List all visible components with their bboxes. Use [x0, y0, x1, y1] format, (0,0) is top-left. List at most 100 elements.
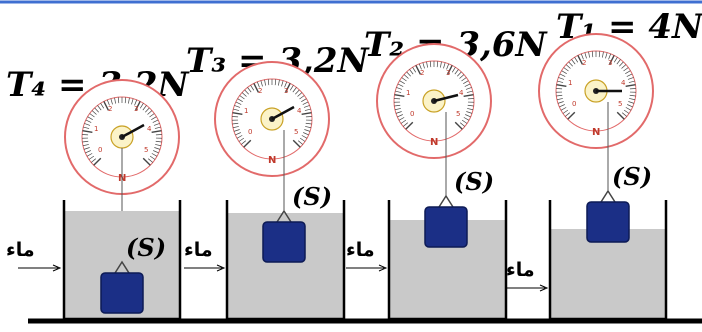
- dial-tick: [621, 112, 628, 117]
- dial-tick: [292, 87, 297, 93]
- dial-tick: [284, 83, 291, 93]
- setup-1: T₁ = 4N 0 1 2 3 4 5 N (S) ماء: [506, 7, 702, 321]
- dial-tick: [398, 117, 405, 121]
- dial-tick: [440, 61, 442, 68]
- dial-tick: [131, 98, 134, 105]
- dial-tick: [85, 119, 92, 123]
- dial-tick: [155, 140, 162, 143]
- dial-ticks: [394, 61, 474, 130]
- dial-tick: [110, 98, 113, 105]
- dial-tick: [289, 85, 294, 91]
- dial-tick: [461, 77, 467, 82]
- dial-tick: [83, 126, 90, 129]
- dial-tick: [396, 87, 403, 90]
- dial-tick: [418, 63, 422, 70]
- dial-tick: [562, 109, 569, 114]
- water-label: ماء: [506, 259, 535, 281]
- dial-tick: [616, 59, 621, 65]
- dial-num-4: 4: [459, 89, 464, 97]
- dial-tick: [563, 67, 569, 72]
- dial-tick: [412, 67, 417, 73]
- dial-tick: [426, 61, 428, 68]
- dial-tick: [625, 70, 631, 74]
- dial-num-5: 5: [294, 128, 298, 136]
- dial-tick: [84, 123, 91, 126]
- dial-tick: [422, 62, 425, 69]
- dial-tick: [239, 95, 245, 100]
- water-arrow-head: [539, 284, 549, 292]
- dial-tick: [232, 122, 239, 125]
- solid-label: (S): [612, 162, 652, 191]
- beaker: [548, 200, 668, 321]
- dial-tick: [100, 103, 105, 109]
- dial-num-2: 2: [108, 105, 112, 113]
- beaker: [225, 200, 346, 321]
- dial-tick: [602, 51, 604, 58]
- dial-tick: [565, 64, 571, 69]
- dial-tick: [464, 83, 471, 87]
- dial-tick: [394, 94, 405, 97]
- dial-tick: [274, 79, 277, 86]
- dial-tick: [240, 140, 247, 145]
- dial-tick: [297, 140, 304, 145]
- dial-tick: [241, 92, 247, 97]
- solid-s: [424, 206, 468, 248]
- dial-tick: [302, 101, 309, 105]
- dial-num-1: 1: [244, 107, 248, 115]
- dial-tick: [459, 74, 465, 79]
- setup-2: T₂ = 3,6N 0 1 2 3 4 5 N (S) ماء: [346, 25, 549, 321]
- water-label: ماء: [346, 239, 375, 261]
- dial-tick: [232, 126, 239, 129]
- dial-num-1: 1: [568, 79, 572, 87]
- dial-tick: [235, 132, 241, 136]
- dial-tick: [82, 140, 89, 143]
- dial-tick: [244, 89, 249, 95]
- dial-tick: [623, 67, 629, 72]
- dial-tick: [264, 79, 266, 86]
- dial-tick: [91, 110, 97, 115]
- dial-tick: [134, 101, 141, 111]
- dial-tick: [465, 87, 472, 90]
- dial-tick: [236, 135, 243, 139]
- dial-tick: [253, 83, 260, 93]
- dial-tick: [446, 63, 450, 70]
- dial-tick: [299, 137, 306, 142]
- dial-tick: [395, 90, 402, 93]
- solid-s: [586, 201, 630, 243]
- dial-tick: [557, 80, 564, 83]
- dial-tick: [303, 132, 309, 136]
- dial-tick: [154, 126, 161, 129]
- dial-tick: [559, 104, 565, 108]
- dial-num-0: 0: [410, 110, 414, 118]
- dial-ticks: [232, 79, 312, 148]
- dial-tick: [151, 153, 158, 157]
- dial-tick: [250, 85, 255, 91]
- water-arrow-head: [216, 264, 226, 272]
- dynamometer-dial: 0 1 2 3 4 5 N: [538, 33, 654, 149]
- dial-tick: [605, 52, 608, 59]
- dial-tick: [232, 112, 243, 115]
- dial-tick: [451, 67, 456, 73]
- dial-tick: [429, 61, 432, 68]
- dial-tick: [304, 108, 311, 111]
- dial-tick: [613, 57, 618, 63]
- dial-tick: [85, 150, 91, 154]
- dial-tick: [305, 126, 312, 129]
- dial-tick: [574, 57, 579, 63]
- dial-tick: [301, 112, 312, 115]
- dial-tick: [237, 98, 243, 102]
- solid-label: (S): [292, 182, 332, 211]
- dial-tick: [406, 71, 411, 77]
- dial-tick: [234, 105, 241, 108]
- dial-tick: [577, 55, 584, 65]
- dial-ticks: [82, 97, 162, 166]
- dial-tick: [397, 114, 403, 118]
- dial-tick: [142, 157, 151, 166]
- dial-tick: [395, 111, 402, 114]
- dial-tick: [142, 105, 147, 111]
- dial-tick: [467, 108, 474, 111]
- dial-tick: [82, 130, 93, 133]
- dial-tick: [88, 155, 95, 160]
